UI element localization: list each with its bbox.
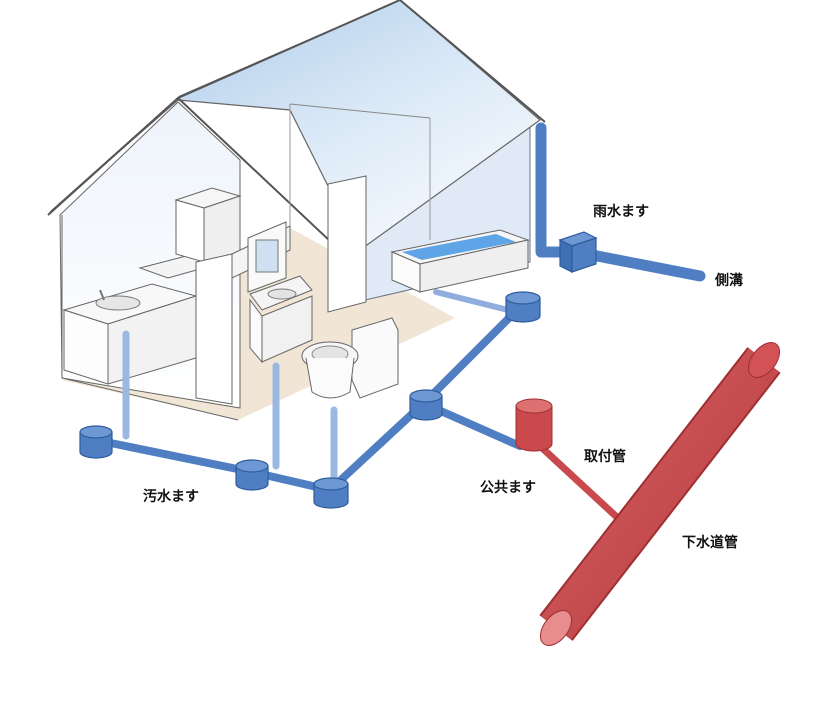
bathtub <box>390 229 530 293</box>
label-sewage-basin: 汚水ます <box>143 489 199 505</box>
sewage-basins <box>79 291 541 509</box>
label-public-basin: 公共ます <box>480 480 536 496</box>
sewer-main-pipe <box>539 342 781 646</box>
rainwater-basin <box>558 231 598 273</box>
label-rainwater-basin: 雨水ます <box>593 204 649 220</box>
connection-pipe <box>536 442 624 524</box>
sewage-basin <box>505 291 541 323</box>
sewage-basin <box>409 389 443 421</box>
public-basin <box>515 398 553 452</box>
sewage-basin <box>235 459 269 491</box>
sewage-basin <box>79 425 113 459</box>
label-sewer-main: 下水道管 <box>682 535 738 551</box>
toilet <box>301 317 399 399</box>
label-side-ditch: 側溝 <box>715 273 743 289</box>
sewage-basin <box>313 477 349 509</box>
washbasin <box>247 221 313 364</box>
kitchen-sink <box>62 283 198 385</box>
label-connection-pipe: 取付管 <box>584 449 626 465</box>
public-sewer <box>515 342 781 646</box>
refrigerator <box>174 187 242 263</box>
house-cutaway <box>47 0 546 421</box>
